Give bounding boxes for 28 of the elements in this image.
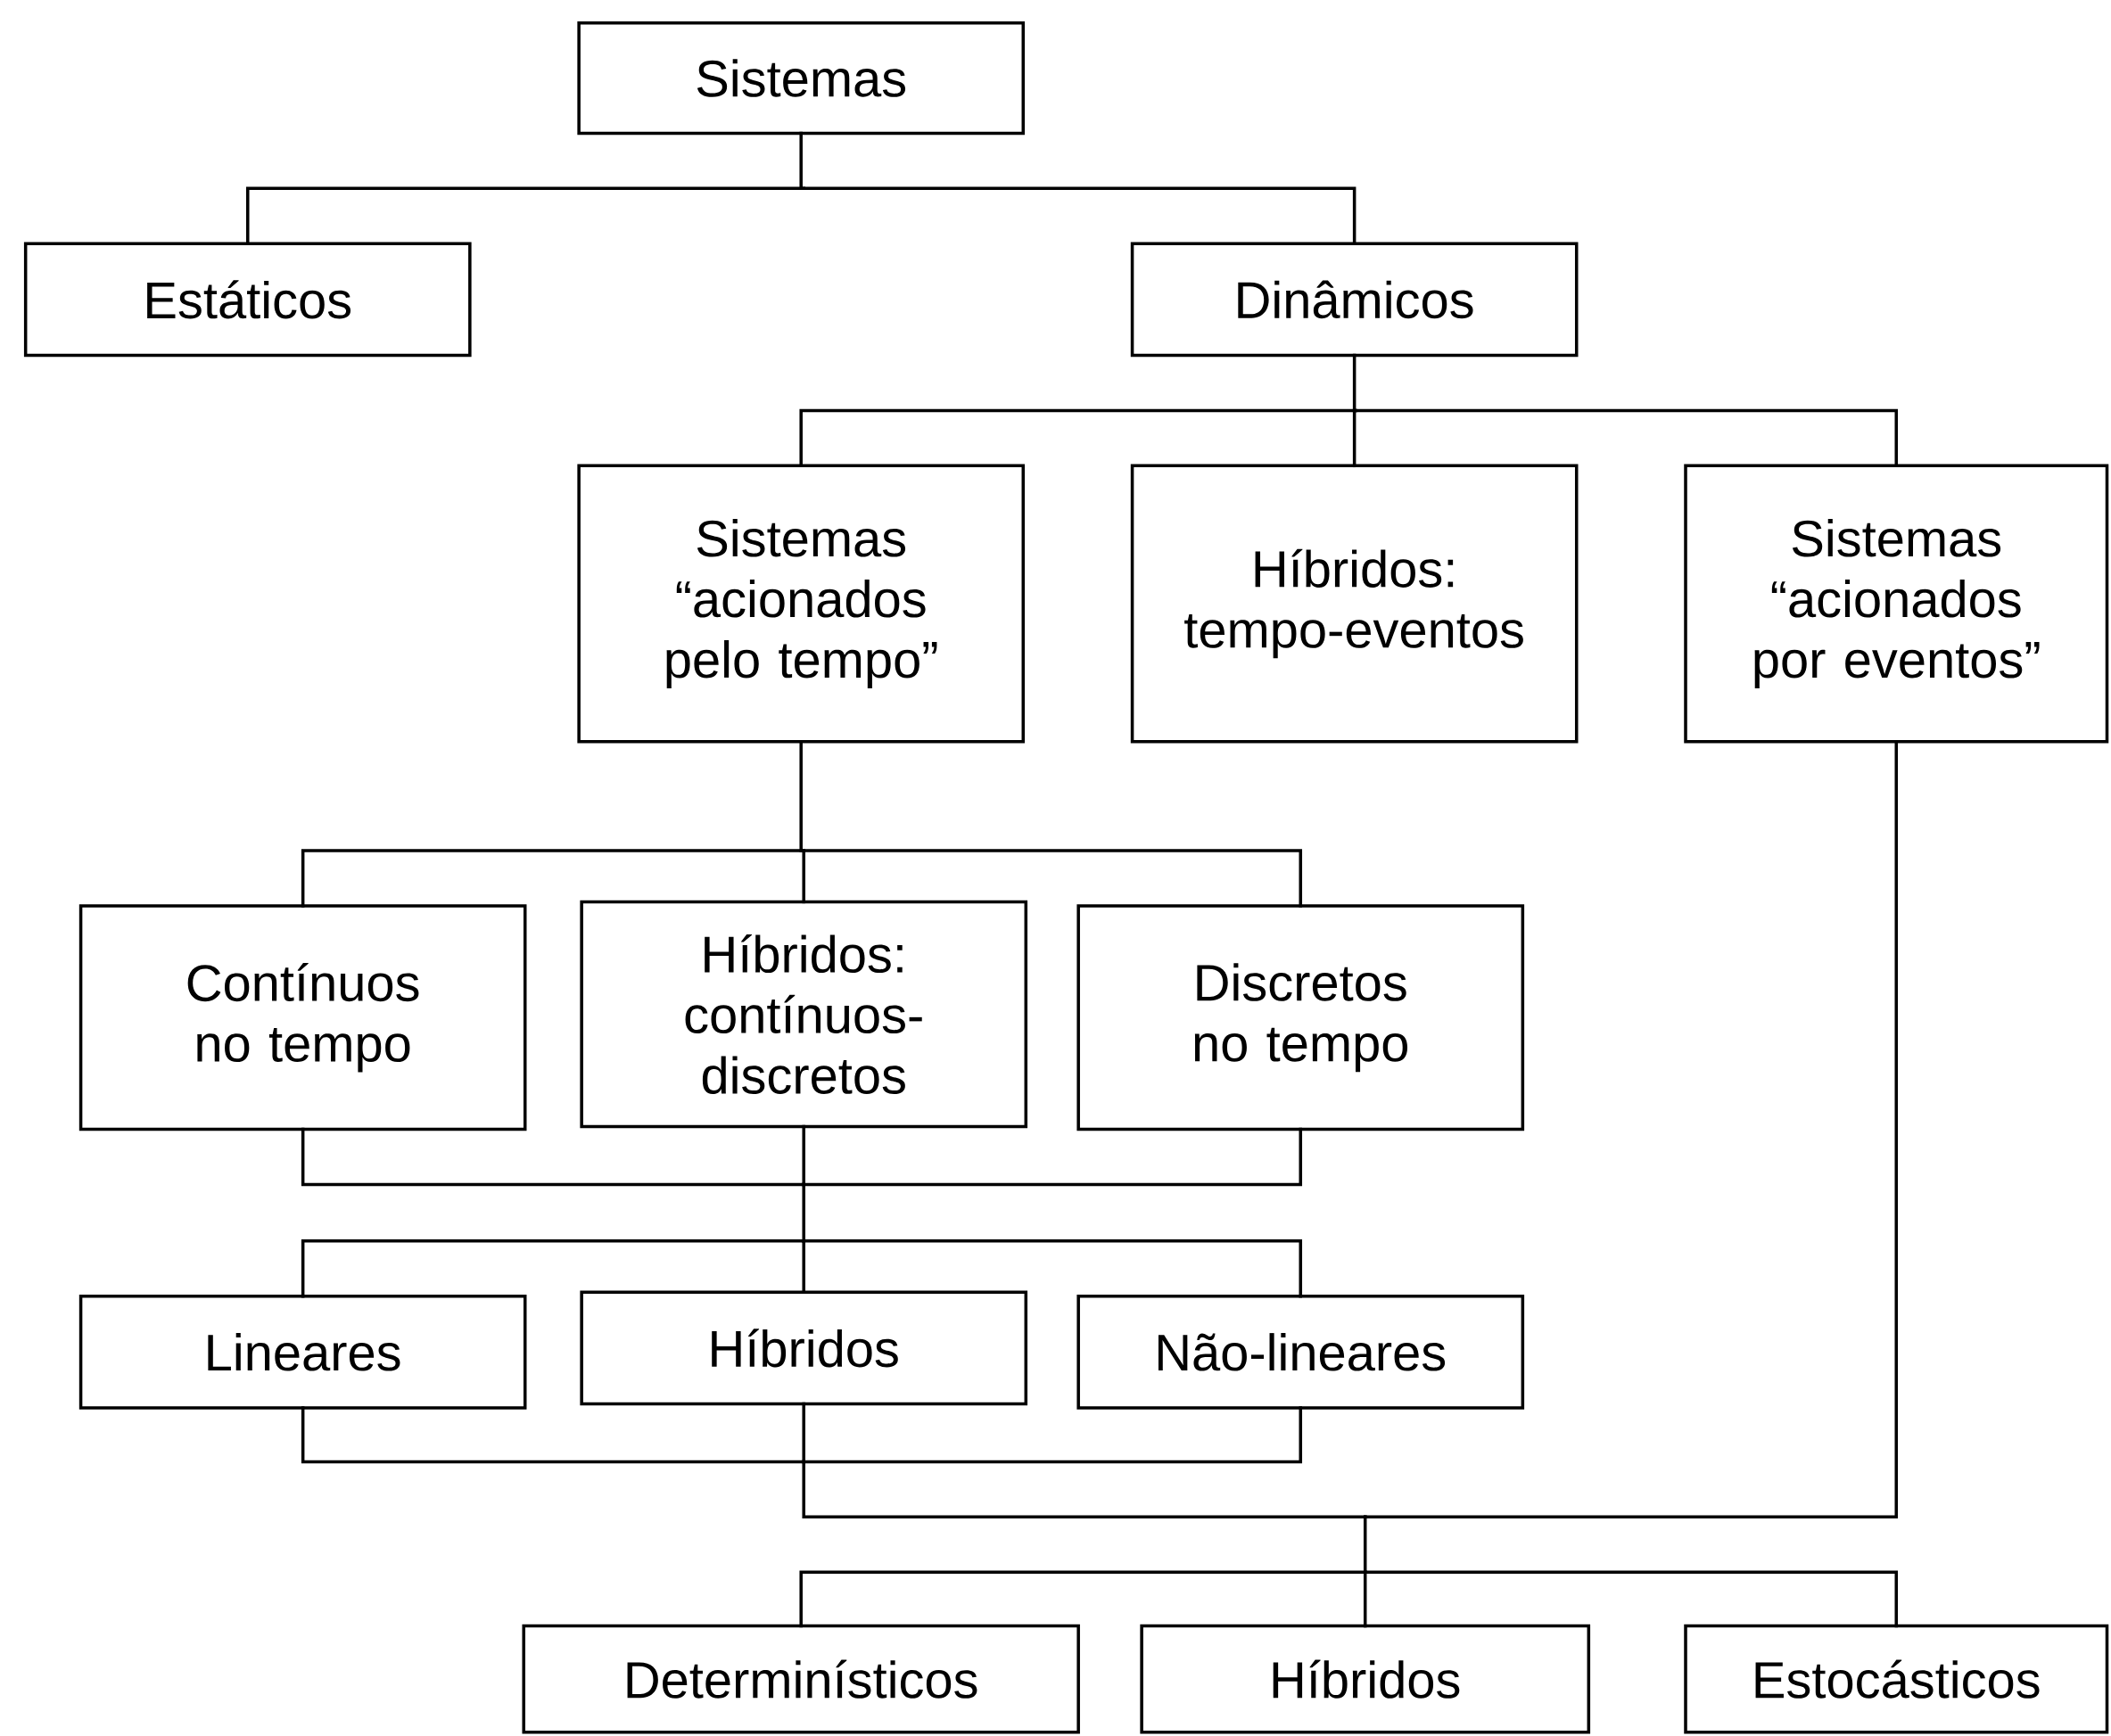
category-box: Não-lineares — [1076, 1294, 1525, 1410]
category-box: Sistemas “acionados por eventos” — [1684, 464, 2109, 744]
category-box: Discretos no tempo — [1076, 904, 1525, 1131]
connector-line — [802, 1124, 805, 1186]
category-box: Determinísticos — [522, 1624, 1080, 1734]
connector-line — [802, 1127, 1303, 1186]
connector-line — [301, 849, 803, 908]
connector-line — [802, 849, 1303, 908]
category-box: Dinâmicos — [1130, 242, 1579, 358]
category-box: Híbridos: tempo-eventos — [1130, 464, 1579, 744]
category-box: Sistemas — [577, 21, 1026, 135]
category-box: Híbridos — [1140, 1624, 1591, 1734]
category-box: Estocásticos — [1684, 1624, 2109, 1734]
connector-line — [802, 1402, 805, 1463]
category-box: Lineares — [78, 1294, 527, 1410]
connector-line — [1352, 353, 1357, 412]
connector-line — [246, 186, 803, 245]
connector-line — [802, 1406, 1303, 1463]
category-box: Contínuos no tempo — [78, 904, 527, 1131]
category-box: Sistemas “acionados pelo tempo” — [577, 464, 1026, 744]
category-box: Híbridos — [580, 1290, 1028, 1406]
category-box: Estáticos — [23, 242, 472, 358]
connector-line — [802, 186, 1356, 245]
connector-line — [1354, 408, 1899, 467]
connector-line — [802, 1238, 1303, 1298]
connector-line — [799, 131, 805, 190]
connector-line — [1352, 408, 1356, 467]
category-box: Híbridos: contínuos-discretos — [580, 900, 1028, 1129]
